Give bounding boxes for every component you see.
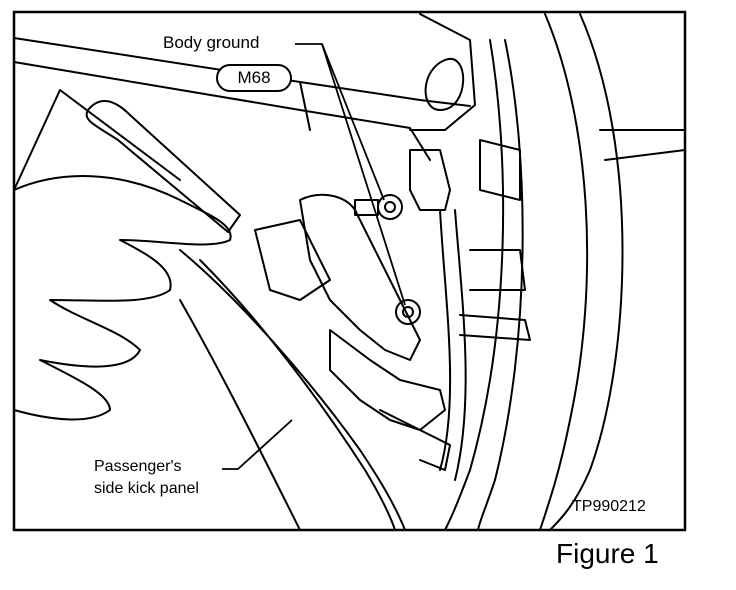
relay-mechanism: [299, 193, 421, 361]
ground-bolt-lower: [395, 299, 421, 325]
kick-panel-label-line2: side kick panel: [94, 480, 199, 497]
figure-caption: Figure 1: [556, 538, 659, 569]
leader-kick-panel: [222, 419, 293, 470]
kick-panel-edge: [179, 249, 406, 531]
hand: [13, 175, 232, 421]
figure-frame: [12, 10, 687, 532]
kick-panel-label-line1: Passenger's: [94, 458, 182, 475]
dashboard-beam: [13, 37, 471, 161]
drawing-id-label: TP990212: [572, 498, 646, 515]
connector-code-badge: M68: [216, 64, 292, 92]
screwdriver: [85, 100, 241, 233]
connector-block: [409, 149, 451, 211]
wire-harness: [444, 39, 524, 531]
clip-bracket: [459, 249, 531, 341]
mounting-bracket: [409, 13, 476, 131]
body-panel-curve: [539, 13, 589, 531]
ground-bolt-upper: [377, 194, 403, 220]
body-ground-label: Body ground: [163, 33, 260, 52]
